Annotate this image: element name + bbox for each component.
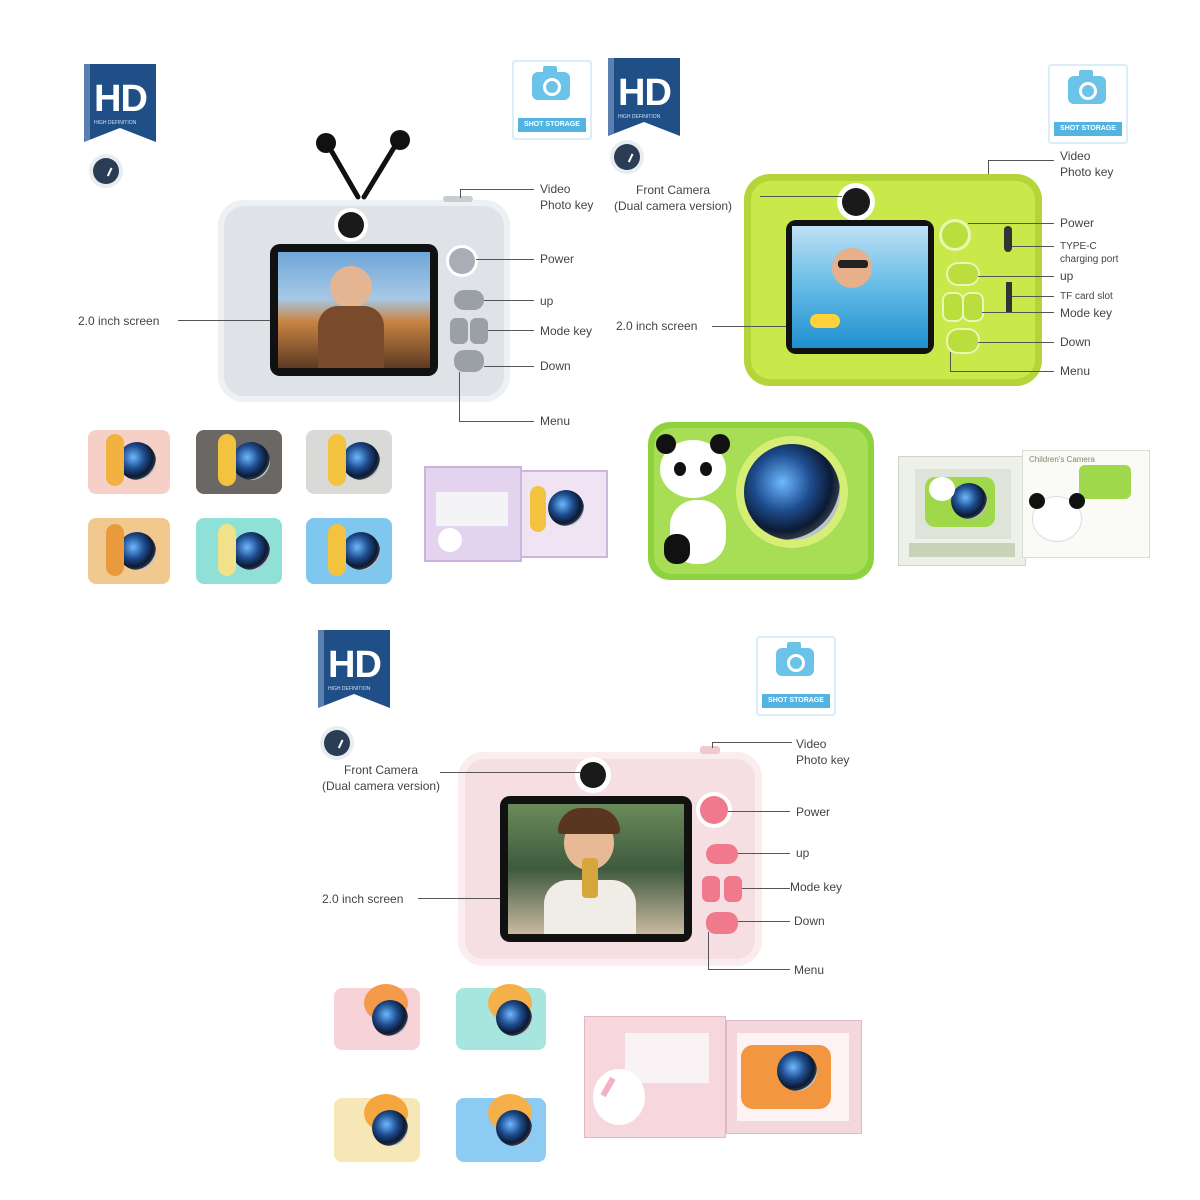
front-camera-label: Front Camera(Dual camera version)	[322, 763, 441, 793]
front-camera-label: Front Camera(Dual camera version)	[614, 183, 733, 213]
screen-label: 2.0 inch screen	[78, 314, 160, 328]
power-label: Power	[540, 252, 575, 266]
menu-label: Menu	[1060, 364, 1091, 378]
power-label: Power	[1060, 216, 1095, 230]
down-button[interactable]	[948, 330, 978, 352]
mode-left-button[interactable]	[944, 294, 962, 320]
screen-label: 2.0 inch screen	[322, 892, 404, 906]
gift-box-lid: Children's Camera	[1022, 450, 1150, 558]
camera-screen	[786, 220, 934, 354]
gift-box	[584, 1016, 726, 1138]
package-title: Children's Camera	[1029, 455, 1095, 464]
panda-camera	[648, 422, 874, 580]
mode-key-label: Mode key	[540, 324, 593, 338]
mode-right-button[interactable]	[724, 876, 742, 902]
check-icon	[614, 144, 640, 170]
menu-label: Menu	[540, 414, 571, 428]
down-label: Down	[540, 359, 571, 373]
mode-key-label: Mode key	[790, 880, 843, 894]
power-button[interactable]	[700, 796, 728, 824]
down-button[interactable]	[454, 350, 484, 372]
power-label: Power	[796, 805, 831, 819]
video-photo-key[interactable]	[700, 746, 720, 754]
camera-icon	[776, 642, 814, 676]
down-label: Down	[1060, 335, 1091, 349]
typec-port	[1004, 226, 1012, 252]
video-photo-key[interactable]	[443, 196, 473, 202]
camera-screen	[270, 244, 438, 376]
check-icon	[93, 158, 119, 184]
down-label: Down	[794, 914, 825, 928]
gift-box	[424, 466, 522, 562]
up-label: up	[796, 846, 810, 860]
screen-label: 2.0 inch screen	[616, 319, 698, 333]
up-label: up	[1060, 269, 1074, 283]
shot-storage-badge: SHOT STORAGE	[1048, 64, 1128, 144]
mode-right-button[interactable]	[964, 294, 982, 320]
mode-right-button[interactable]	[470, 318, 488, 344]
menu-label: Menu	[794, 963, 825, 977]
mode-left-button[interactable]	[450, 318, 468, 344]
front-lens	[842, 188, 870, 216]
shot-storage-badge: SHOT STORAGE	[512, 60, 592, 140]
power-button[interactable]	[449, 248, 475, 274]
variant-thumb	[334, 1094, 420, 1162]
up-button[interactable]	[706, 844, 738, 864]
check-icon	[324, 730, 350, 756]
variant-thumb	[306, 518, 392, 584]
variant-thumb	[196, 430, 282, 494]
power-button[interactable]	[942, 222, 968, 248]
variant-thumb	[334, 984, 420, 1050]
gift-box	[898, 456, 1026, 566]
up-button[interactable]	[948, 264, 978, 284]
tf-slot-label: TF card slot	[1060, 291, 1113, 302]
variant-thumb	[88, 430, 170, 494]
variant-thumb	[456, 1094, 546, 1162]
camera-icon	[532, 66, 570, 100]
variant-thumb	[306, 430, 392, 494]
mode-left-button[interactable]	[702, 876, 720, 902]
variant-thumb	[196, 518, 282, 584]
mode-key-label: Mode key	[1060, 306, 1113, 320]
antenna-icon	[316, 130, 410, 200]
shot-storage-badge: SHOT STORAGE	[756, 636, 836, 716]
gift-box-tray	[726, 1020, 862, 1134]
tf-card-slot	[1006, 282, 1012, 312]
camera-icon	[1068, 70, 1106, 104]
variant-thumb	[456, 984, 546, 1050]
down-button[interactable]	[706, 912, 738, 934]
up-button[interactable]	[454, 290, 484, 310]
camera-screen	[500, 796, 692, 942]
up-label: up	[540, 294, 554, 308]
gift-box-tray	[520, 470, 608, 558]
front-lens	[338, 212, 364, 238]
front-lens	[580, 762, 606, 788]
variant-thumb	[88, 518, 170, 584]
